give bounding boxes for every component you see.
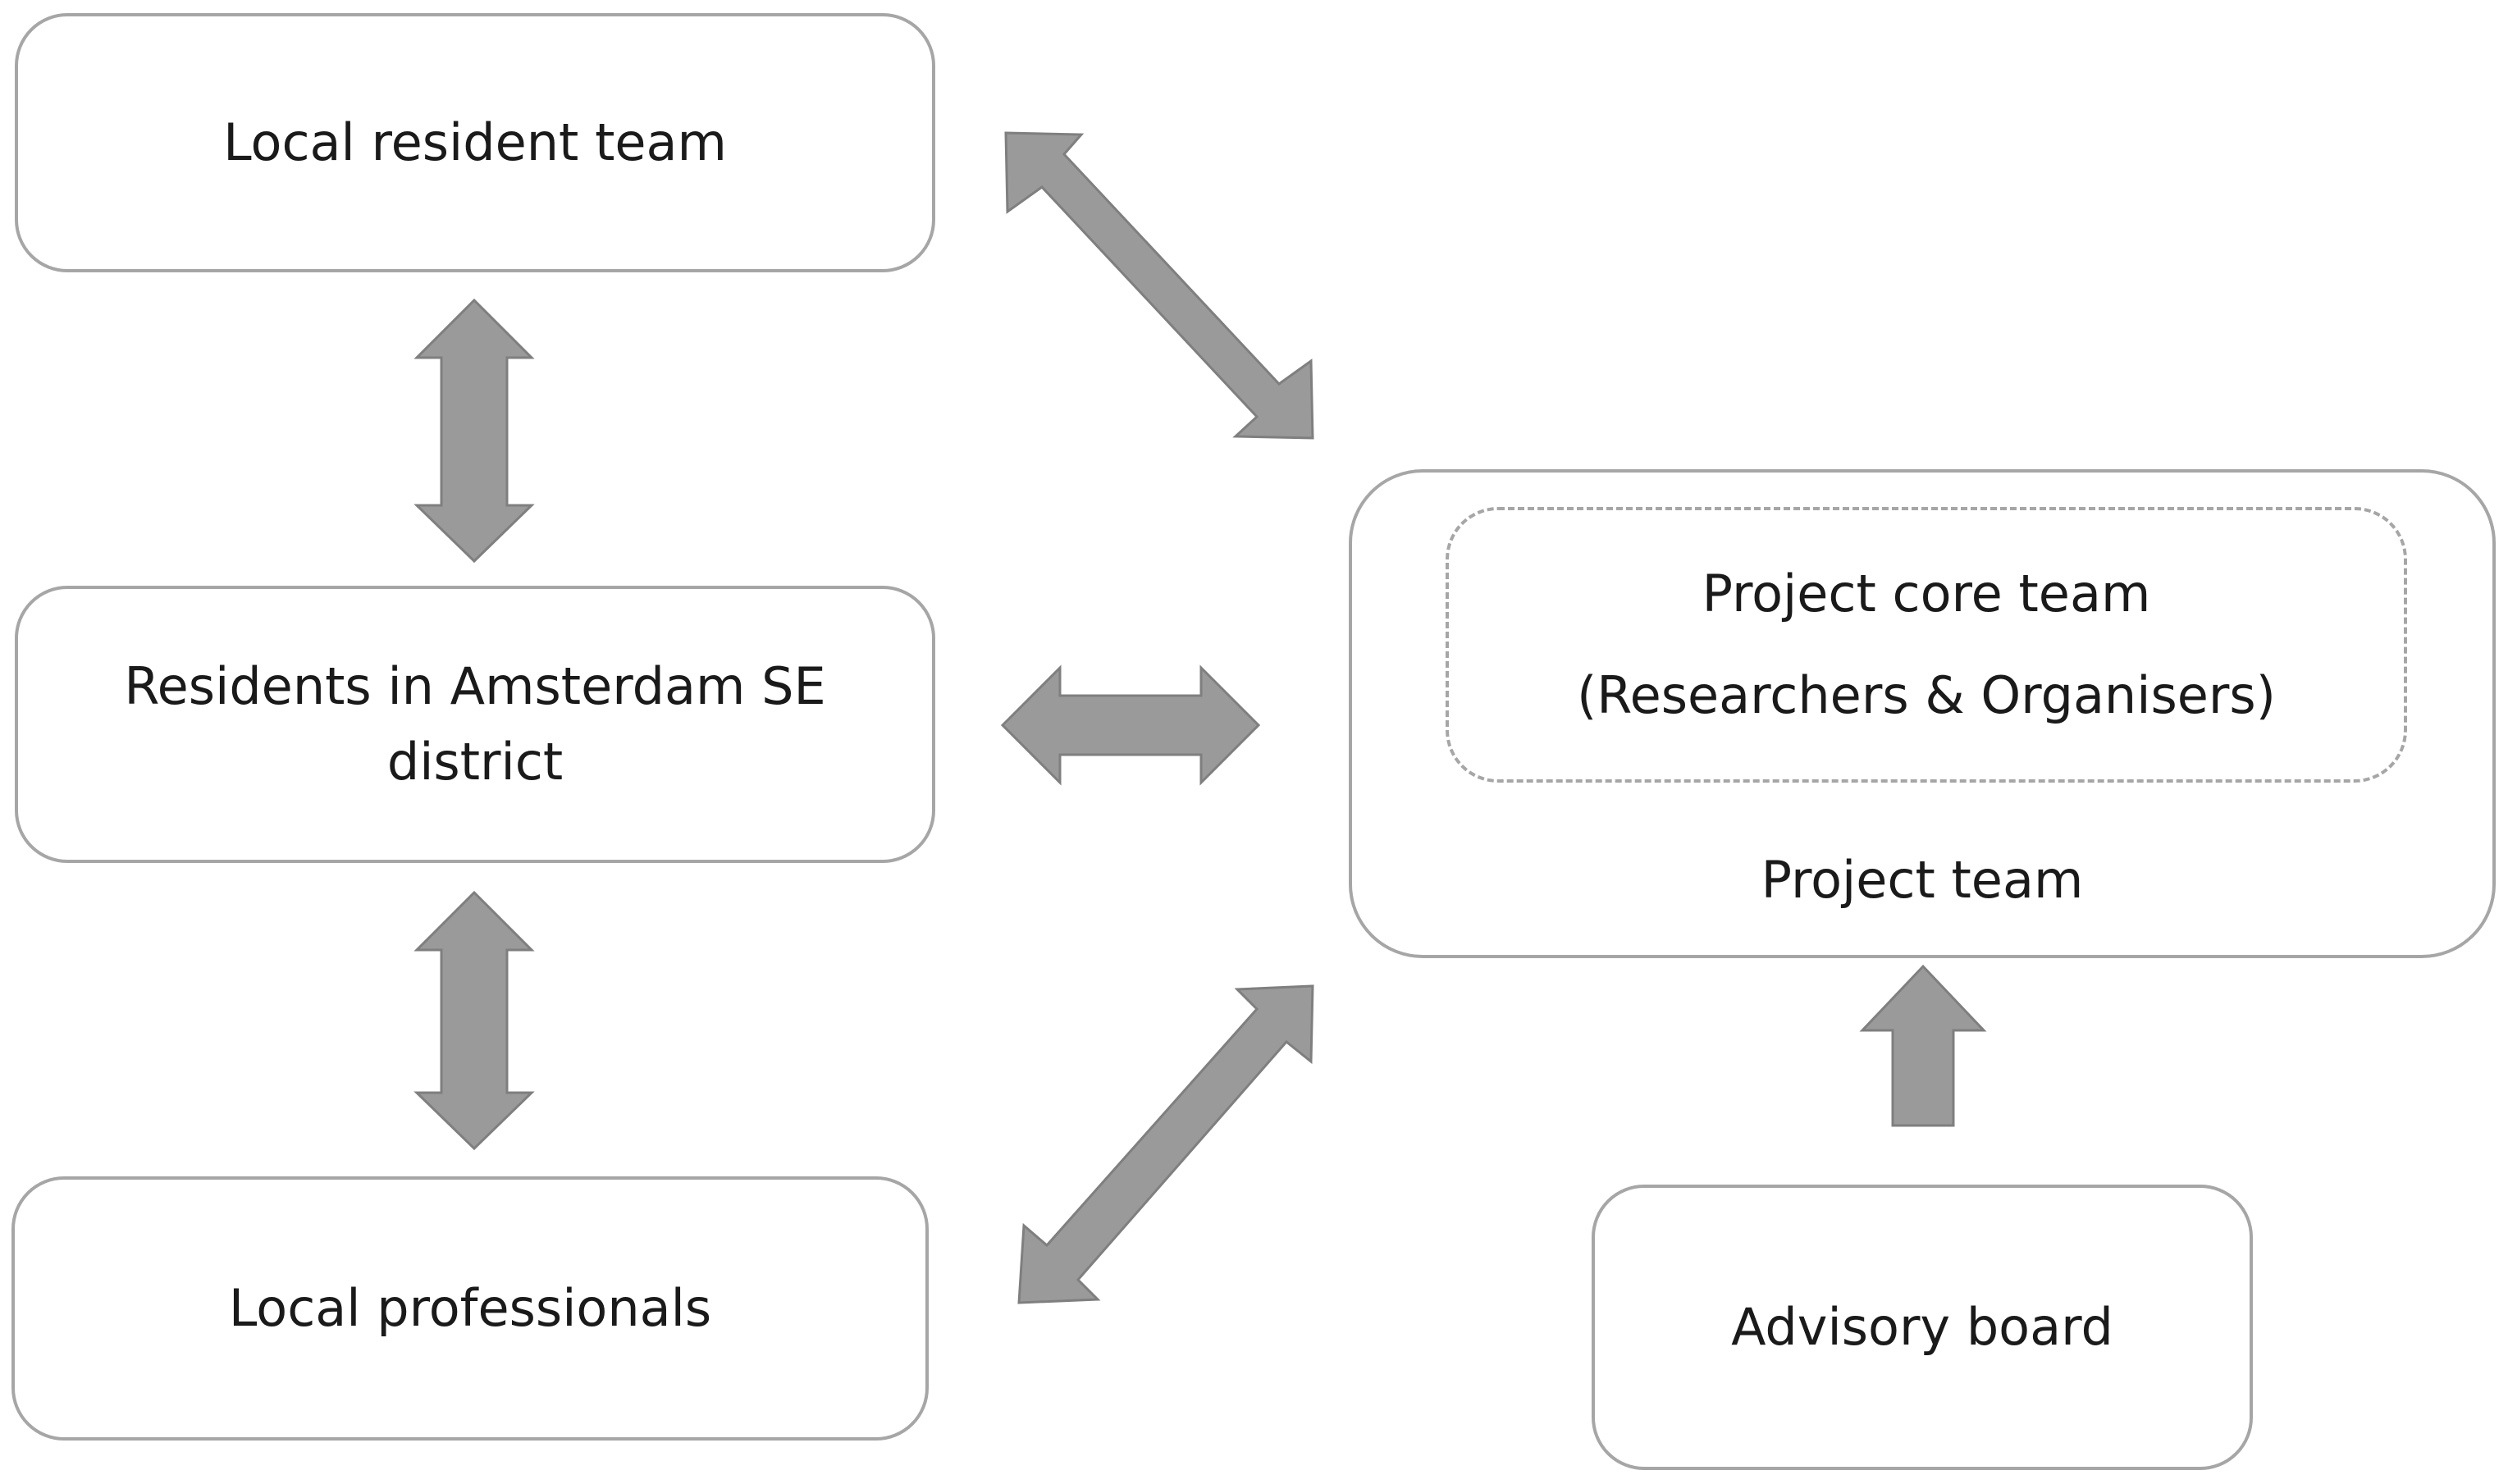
project-core-team-label-line1: Project core team [1702, 564, 2151, 623]
project-team-label: Project team [1761, 850, 2084, 910]
residents-label-line1: Residents in Amsterdam SE [124, 656, 826, 716]
up-arrow-advisory-board-project-team [1859, 964, 1987, 1127]
local-professionals-box: Local professionals [11, 1176, 929, 1441]
double-arrow-residents-professionals [413, 890, 535, 1151]
local-resident-team-label: Local resident team [223, 112, 727, 172]
project-core-team-label-line2: (Researchers & Organisers) [1577, 665, 2276, 725]
double-arrow-residents-project-team [1000, 664, 1261, 786]
residents-label-line2: district [386, 732, 564, 792]
project-team-box [1349, 469, 2496, 958]
project-core-team-box: Project core team (Researchers & Organis… [1446, 507, 2407, 783]
local-resident-team-box: Local resident team [15, 13, 935, 272]
double-arrow-professionals-project-team [1017, 984, 1314, 1304]
double-arrow-resident-team-residents [413, 298, 535, 564]
advisory-board-label: Advisory board [1731, 1297, 2113, 1357]
double-arrow-resident-team-project-team [1004, 131, 1314, 440]
residents-box: Residents in Amsterdam SE district [15, 586, 935, 863]
local-professionals-label: Local professionals [228, 1278, 712, 1338]
advisory-board-box: Advisory board [1592, 1185, 2253, 1470]
